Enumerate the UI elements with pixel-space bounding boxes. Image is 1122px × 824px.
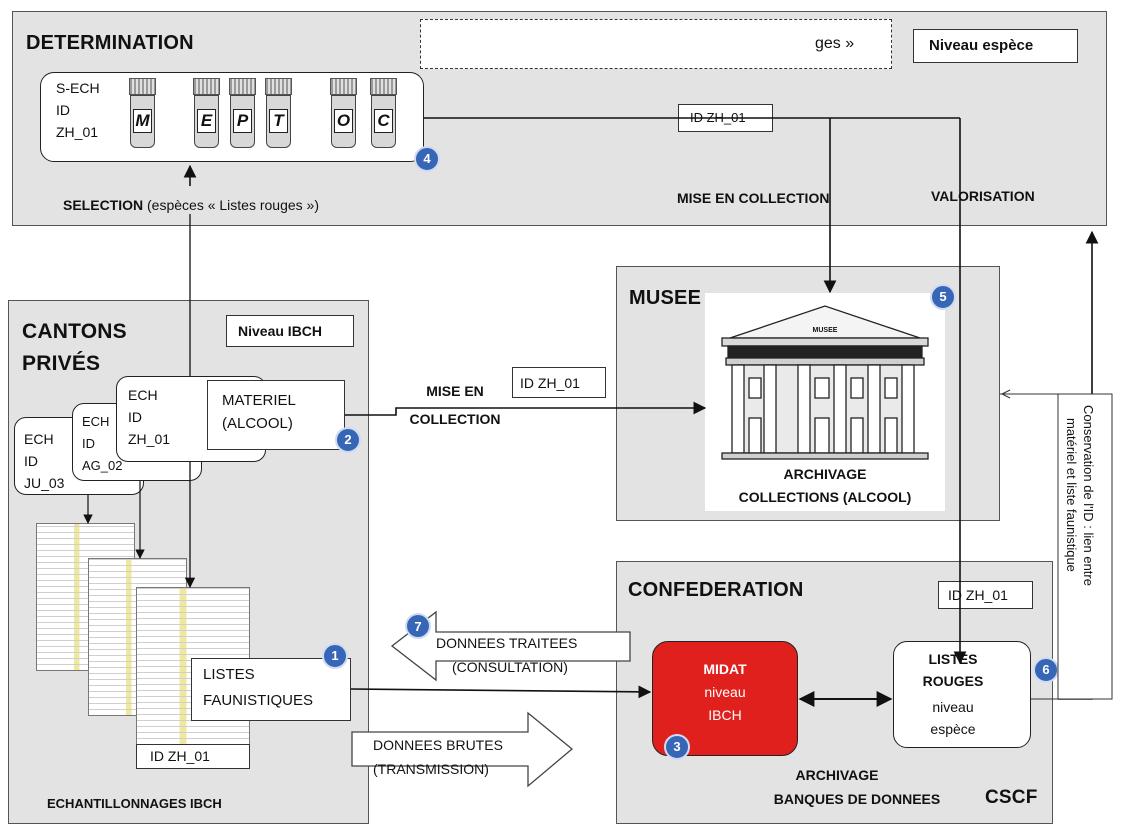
selection-label: SELECTION (espèces « Listes rouges ») (63, 196, 319, 215)
sample-ag02-line1: ECH (82, 414, 110, 429)
materiel-box (207, 380, 345, 450)
side-text-box (1057, 393, 1113, 700)
vial-o-label: O (334, 109, 353, 133)
selection-rest: (espèces « Listes rouges ») (143, 197, 319, 213)
conservation-id-text-line2: matériel et liste faunistique (1064, 418, 1079, 572)
cantons-title-line1: CANTONS (22, 320, 127, 343)
dashed-box (420, 19, 892, 69)
donnees-traitees-line1: DONNEES TRAITEES (436, 635, 578, 651)
vial-c-label: C (374, 109, 393, 133)
cantons-title-line2: PRIVÉS (22, 352, 101, 375)
midat-line2: niveau (704, 684, 746, 700)
donnees-brutes-arrow (351, 711, 574, 788)
conservation-arrow-head (1000, 389, 1011, 399)
mise-en-collection-top-label: MISE EN COLLECTION (677, 190, 830, 206)
musee-title: MUSEE (629, 287, 702, 309)
listes-rouges-line2: ROUGES (922, 673, 984, 689)
vial-m-label: M (133, 109, 152, 133)
vial-p-label: P (233, 109, 252, 133)
listes-rouges-line3: niveau (932, 699, 974, 715)
midat-title: MIDAT (703, 661, 747, 677)
sample-zh01-line1: ECH (128, 387, 158, 403)
id-tag-confederation (938, 581, 1033, 609)
valorisation-label: VALORISATION (931, 188, 1035, 204)
badge-7-circle (405, 613, 431, 639)
badge-3: 3 (664, 734, 690, 760)
sample-ju03-line2: ID (24, 453, 38, 469)
donnees-brutes-line2: (TRANSMISSION) (373, 761, 489, 777)
listes-rouges-line4: espèce (930, 721, 976, 737)
donnees-traitees-line2: (CONSULTATION) (452, 659, 568, 675)
sample-zh01-line3: ZH_01 (128, 431, 171, 447)
listes-line2: FAUNISTIQUES (203, 692, 314, 709)
id-tag-middle (512, 367, 606, 398)
badge-7: 7 (414, 619, 421, 634)
midat-line3: IBCH (708, 707, 742, 723)
subsample-id-line1: S-ECH (56, 80, 100, 96)
badge-1: 1 (322, 643, 348, 669)
vial-t: T (265, 78, 292, 148)
vial-m: M (129, 78, 156, 148)
level-species-box (913, 29, 1078, 63)
subsample-id-line3: ZH_01 (56, 124, 99, 140)
dashed-box-text: ges » (815, 35, 855, 52)
cscf-label: CSCF (985, 787, 1038, 808)
materiel-line1: MATERIEL (222, 392, 296, 409)
mise-en-collection-mid-line2: COLLECTION (409, 411, 501, 427)
badge-4: 4 (414, 146, 440, 172)
sample-zh01-line2: ID (128, 409, 142, 425)
sample-ag02-line2: ID (82, 436, 95, 451)
vial-t-label: T (269, 109, 288, 133)
sample-ag02-line3: AG_02 (82, 458, 123, 473)
musee-archivage-line2: COLLECTIONS (ALCOOL) (738, 489, 912, 505)
museum-building-icon: MUSEE (721, 305, 929, 460)
determination-title: DETERMINATION (26, 32, 194, 54)
vial-e-label: E (197, 109, 216, 133)
echantillonnages-label: ECHANTILLONNAGES IBCH (47, 796, 222, 811)
listes-faunistiques-box (191, 658, 351, 721)
vial-p: P (229, 78, 256, 148)
selection-bold: SELECTION (63, 197, 144, 213)
id-tag-middle-text: ID ZH_01 (520, 375, 580, 391)
subsample-id-line2: ID (56, 102, 70, 118)
listes-to-midat-arrow (350, 685, 652, 699)
level-ibch-label: Niveau IBCH (238, 323, 323, 339)
museum-building-sign: MUSEE (813, 327, 838, 334)
musee-archivage-line1: ARCHIVAGE (783, 466, 867, 482)
mise-en-collection-mid-line1: MISE EN (426, 383, 484, 399)
sheet-id-box (136, 744, 250, 769)
id-tag-confederation-text: ID ZH_01 (948, 587, 1008, 603)
confed-archivage-line1: ARCHIVAGE (795, 767, 879, 783)
sample-ju03-line3: JU_03 (24, 475, 65, 491)
sheet-id-text: ID ZH_01 (150, 748, 210, 764)
conservation-id-text-line1: Conservation de l'ID : lien entre (1081, 405, 1096, 586)
badge-5: 5 (930, 284, 956, 310)
materiel-to-musee-arrow (345, 401, 707, 416)
sample-ju03-line1: ECH (24, 431, 54, 447)
vial-e: E (193, 78, 220, 148)
donnees-traitees-arrow (390, 610, 631, 682)
donnees-brutes-line1: DONNEES BRUTES (373, 737, 503, 753)
confederation-title: CONFEDERATION (628, 579, 804, 601)
listes-line1: LISTES (203, 666, 255, 683)
materiel-line2: (ALCOOL) (222, 415, 293, 432)
level-ibch-box (226, 315, 354, 347)
level-species-label: Niveau espèce (929, 37, 1034, 54)
vial-c: C (370, 78, 397, 148)
badge-2: 2 (335, 427, 361, 453)
vial-o: O (330, 78, 357, 148)
confed-archivage-line2: BANQUES DE DONNEES (773, 791, 941, 807)
